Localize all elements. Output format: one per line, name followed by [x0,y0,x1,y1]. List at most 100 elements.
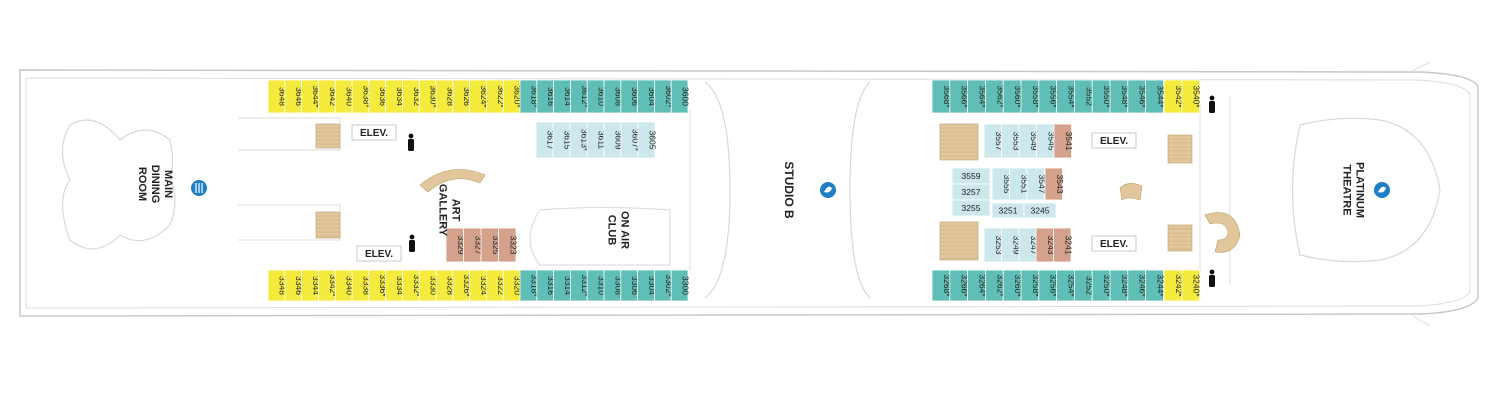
cabin-number: 3262* [995,274,1005,297]
cabin-3248[interactable]: 3248* [1109,269,1130,302]
cabin-3615[interactable]: 3615 [552,121,573,159]
cabin-3617[interactable]: 3617 [535,121,556,159]
cabin-3648[interactable]: 3648 [267,79,287,114]
cabin-3256[interactable]: 3256* [1038,269,1059,302]
cabin-3244[interactable]: 3244* [1145,269,1166,302]
cabin-number: 3626 [462,87,472,106]
cabin-3543[interactable]: 3543 [1044,167,1065,201]
cabin-3246[interactable]: 3246* [1127,269,1148,302]
cabin-3253[interactable]: 3253 [983,227,1004,263]
cabin-3264[interactable]: 3264* [967,269,988,302]
cabin-number: 3322 [496,276,506,295]
cabin-3547[interactable]: 3547 [1026,167,1047,201]
cabin-3316[interactable]: 3316 [536,269,556,302]
cabin-number: 3600 [681,87,691,106]
cabin-number: 3630* [429,85,439,108]
cabin-3555[interactable]: 3555 [991,167,1012,201]
cabin-3553[interactable]: 3553 [1001,123,1022,159]
cabin-number: 3616 [546,87,556,106]
cabin-3323[interactable]: 3323 [498,227,519,263]
cabin-3544[interactable]: 3544* [1145,79,1166,114]
cabin-3243[interactable]: 3243 [1035,227,1056,263]
cabin-3249[interactable]: 3249 [1001,227,1022,263]
cabin-3624[interactable]: 3624* [469,79,489,114]
cabin-3540[interactable]: 3540* [1181,79,1202,114]
cabin-number: 3550* [1102,85,1112,108]
cabin-3304[interactable]: 3304 [637,269,657,302]
cabin-3564[interactable]: 3564* [967,79,988,114]
cabin-3327[interactable]: 3327 [463,227,484,263]
elevator-fwd-bottom: ELEV. [1091,235,1137,252]
cabin-3242[interactable]: 3242* [1163,269,1184,302]
cabin-3250[interactable]: 3250* [1091,269,1112,302]
cabin-3638[interactable]: 3638* [351,79,371,114]
cabin-3636[interactable]: 3636 [368,79,388,114]
cabin-3240[interactable]: 3240* [1181,269,1202,302]
cabin-3566[interactable]: 3566* [949,79,970,114]
cabin-3607[interactable]: 3607* [620,121,641,159]
cabin-3550[interactable]: 3550* [1091,79,1112,114]
cabin-3554[interactable]: 3554* [1056,79,1077,114]
restroom-icon [409,234,415,252]
cabin-3326[interactable]: 3326* [452,269,472,302]
cabin-3556[interactable]: 3556* [1038,79,1059,114]
cabin-number: 3555 [1002,175,1012,194]
cabin-number: 3642 [328,87,338,106]
cabin-3614[interactable]: 3614 [553,79,573,114]
cabin-3258[interactable]: 3258* [1020,269,1041,302]
cabin-3541[interactable]: 3541 [1053,123,1074,159]
cabin-number: 3264* [978,274,988,297]
cabin-3560[interactable]: 3560* [1002,79,1023,114]
cabin-number: 3244* [1156,274,1166,297]
cabin-3266[interactable]: 3266* [949,269,970,302]
cabin-3552[interactable]: 3552 [1074,79,1094,114]
cabin-number: 3611 [597,131,607,150]
cabin-3346[interactable]: 3346 [284,269,304,302]
cabin-3559[interactable]: 3559 [951,167,991,185]
theatre-outline [1291,117,1441,263]
cabin-3332[interactable]: 3332* [401,269,422,302]
cabin-3605[interactable]: 3605 [637,121,658,159]
cabin-3262[interactable]: 3262* [985,269,1005,302]
cabin-number: 3628 [445,87,455,106]
cabin-3241[interactable]: 3241 [1053,227,1074,263]
cabin-3562[interactable]: 3562* [985,79,1005,114]
stairwell [1167,224,1193,252]
cabin-3254[interactable]: 3254* [1056,269,1077,302]
cabin-3634[interactable]: 3634 [385,79,405,114]
cabin-3310[interactable]: 3310 [586,269,607,302]
cabin-3251[interactable]: 3251 [991,202,1025,219]
cabin-3252[interactable]: 3252 [1074,269,1094,302]
cabin-3545[interactable]: 3545 [1036,123,1057,159]
cabin-3616[interactable]: 3616 [536,79,556,114]
cabin-3542[interactable]: 3542* [1163,79,1184,114]
cabin-3546[interactable]: 3546* [1127,79,1148,114]
cabin-3604[interactable]: 3604 [637,79,657,114]
cabin-3609[interactable]: 3609 [603,121,624,159]
cabin-3611[interactable]: 3611 [586,121,607,159]
cabin-3245[interactable]: 3245 [1023,202,1057,219]
cabin-3325[interactable]: 3325 [480,227,501,263]
restroom-icon [1209,269,1215,287]
cabin-3568[interactable]: 3568* [931,79,952,114]
cabin-3548[interactable]: 3548* [1109,79,1130,114]
cabin-3622[interactable]: 3622* [485,79,506,114]
cabin-number: 3332* [412,274,422,297]
cabin-3268[interactable]: 3268* [931,269,952,302]
cabin-3549[interactable]: 3549 [1018,123,1039,159]
cabin-3613[interactable]: 3613* [569,121,590,159]
cabin-3557[interactable]: 3557 [983,123,1004,159]
cabin-3551[interactable]: 3551 [1009,167,1030,201]
cabin-3558[interactable]: 3558* [1020,79,1041,114]
cabin-number: 3617 [546,131,556,150]
cabin-3600[interactable]: 3600 [670,79,691,114]
cabin-3646[interactable]: 3646 [284,79,304,114]
cabin-number: 3310 [597,276,607,295]
cabin-3255[interactable]: 3255 [951,199,991,217]
cabin-3260[interactable]: 3260* [1002,269,1023,302]
cabin-3300[interactable]: 3300 [670,269,691,302]
studio-b-label: STUDIO B [782,161,796,219]
stairwell [1167,134,1193,164]
cabin-number: 3328 [445,276,455,295]
cabin-3257[interactable]: 3257 [951,183,991,201]
